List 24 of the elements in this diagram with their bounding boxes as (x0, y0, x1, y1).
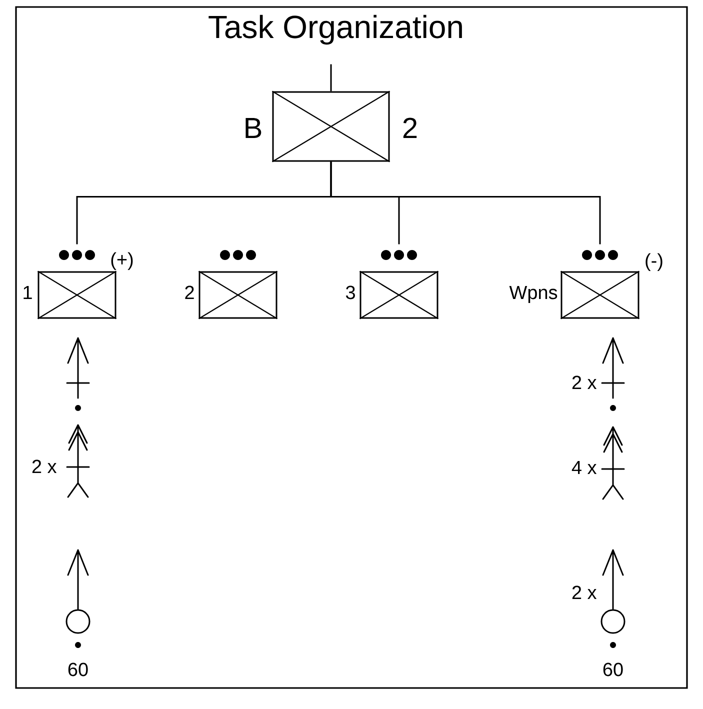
mortar-symbol (66, 549, 90, 648)
title: Task Organization (208, 14, 462, 45)
unit-label: 3 (346, 286, 355, 300)
quantity-label: 2 x (572, 376, 597, 389)
caliber-label: 60 (603, 662, 623, 676)
hierarchy-line (330, 64, 332, 92)
unit-symbol (272, 90, 390, 162)
antitank-weapon-symbol (66, 424, 90, 498)
parent-unit-label: 2 (403, 118, 417, 138)
unit-label: 2 (185, 286, 194, 299)
unit-label: B (246, 118, 262, 138)
unit-label: Wpns (509, 286, 558, 303)
task-modifier-label: (-) (646, 253, 662, 271)
mortar-symbol (600, 549, 626, 648)
caliber-label: 60 (68, 662, 88, 676)
hierarchy-line (330, 162, 601, 244)
antitank-weapon-symbol (601, 426, 625, 500)
quantity-label: 4 x (572, 460, 597, 474)
unit-label: 1 (24, 286, 32, 299)
task-modifier-label: (+) (111, 252, 133, 270)
quantity-label: 2 x (572, 586, 597, 599)
machine-gun-symbol (601, 337, 625, 411)
quantity-label: 2 x (32, 460, 57, 473)
machine-gun-symbol (66, 337, 90, 411)
